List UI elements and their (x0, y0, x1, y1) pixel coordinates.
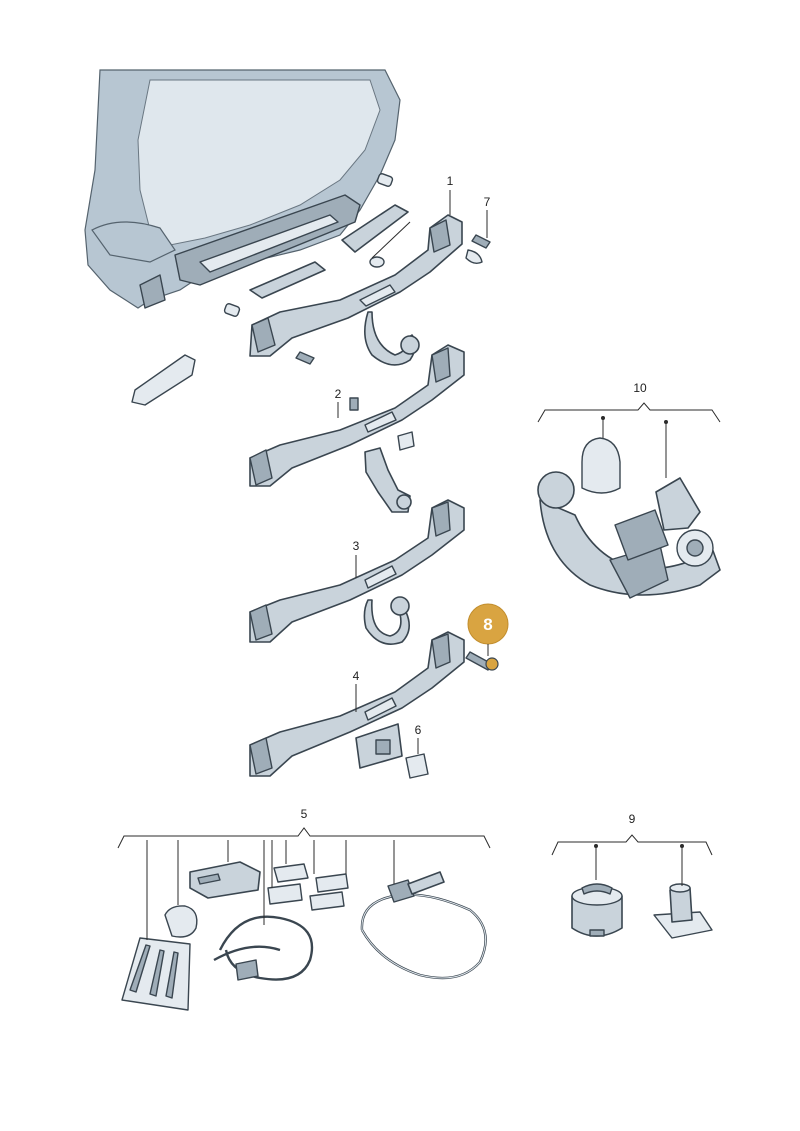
bolt-body (223, 173, 394, 317)
callout-5: 5 (301, 807, 308, 821)
part-3-towbar-crossmember (249, 499, 465, 645)
callout-8-highlight[interactable]: 8 (467, 603, 509, 656)
part-6-receiver-cover (405, 753, 429, 779)
callout-8: 8 (483, 615, 492, 634)
callout-10: 10 (633, 381, 647, 395)
bracket-rails (249, 204, 409, 299)
part-10-detachable-ball-assembly (537, 437, 721, 599)
part-7-bolt (465, 234, 491, 265)
cover-plate (131, 354, 196, 406)
callout-2: 2 (335, 387, 342, 401)
callout-4: 4 (353, 669, 360, 683)
vehicle-rear-body (84, 69, 401, 309)
part-8-bolt (465, 651, 499, 671)
leader-lines (117, 190, 721, 940)
callout-7: 7 (484, 195, 491, 209)
part-9-socket-parts (571, 883, 713, 939)
callout-1: 1 (447, 174, 454, 188)
bolt-front (295, 351, 315, 365)
part-5-wiring-kit (121, 861, 487, 1011)
callout-3: 3 (353, 539, 360, 553)
part-1-towbar-crossmember (249, 214, 463, 366)
part-2-towbar-crossmember (249, 344, 465, 513)
ring-clip (369, 221, 411, 268)
callout-6: 6 (415, 723, 422, 737)
part-4-towbar-crossmember (249, 631, 465, 777)
callout-9: 9 (629, 812, 636, 826)
